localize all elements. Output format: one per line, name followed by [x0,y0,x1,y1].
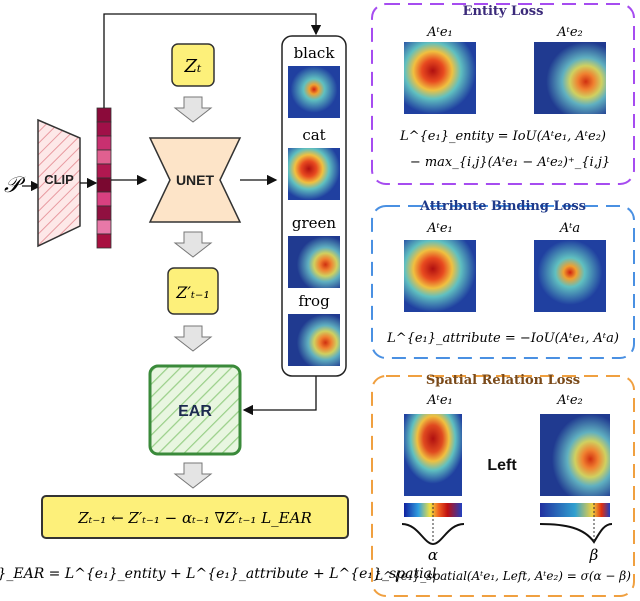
spatial-map2-label: Aᵗe₂ [556,393,583,408]
attribute-loss-title: Attribute Binding Loss [419,199,586,214]
token-label-green: green [292,214,337,232]
ear-loss-equation: L^{e₁}_EAR = L^{e₁}_entity + L^{e₁}_attr… [0,566,436,582]
attention-map-frog [288,314,340,366]
entity-loss-title: Entity Loss [463,4,544,19]
down-arrow-icon [173,325,213,352]
clip-label: CLIP [44,172,74,187]
clip-encoder [37,118,81,248]
zt-label: Zₜ [184,56,203,77]
entity-formula-line2: − max_{i,j}(Aᵗe₁ − Aᵗe₂)⁺_{i,j} [410,155,610,170]
text-embedding-column [96,107,112,249]
projection-bar-right [540,503,610,517]
attention-map-cat [288,148,340,200]
spatial-loss-panel [371,375,635,597]
alpha-label: α [428,546,438,564]
attribute-formula: L^{e₁}_attribute = −IoU(Aᵗe₁, Aᵗa) [386,331,619,346]
spatial-formula: L^{e₁}_spatial(Aᵗe₁, Left, Aᵗe₂) = σ(α −… [374,569,631,583]
attribute-loss-panel [371,205,635,359]
entity-map2 [534,42,606,114]
down-arrow-icon [173,462,213,489]
attribute-map2 [534,240,606,312]
attention-maps-panel [281,35,347,377]
spatial-map2 [540,414,610,496]
entity-map1-label: Aᵗe₁ [426,25,453,40]
entity-map2-label: Aᵗe₂ [556,25,583,40]
spatial-relation-label: Left [487,457,517,474]
entity-map1 [404,42,476,114]
projection-curve-right [539,523,613,544]
spatial-map1 [404,414,462,496]
unet-block [148,137,242,223]
entity-formula-line1: L^{e₁}_entity = IoU(Aᵗe₁, Aᵗe₂) [399,129,606,144]
zt-box [171,43,215,87]
spatial-map1-label: Aᵗe₁ [426,393,453,408]
attribute-map1-label: Aᵗe₁ [426,221,453,236]
attention-map-black [288,66,340,118]
attention-map-green [288,236,340,288]
unet-label: UNET [176,172,215,188]
update-equation-box [41,495,349,539]
beta-label: β [589,546,599,564]
ear-block [148,364,242,456]
token-label-cat: cat [302,126,325,144]
entity-loss-panel [371,3,635,185]
ear-label: EAR [178,403,212,420]
projection-bar-left [404,503,462,517]
update-equation: Zₜ₋₁ ← Z′ₜ₋₁ − αₜ₋₁ ∇Z′ₜ₋₁ L_EAR [77,509,311,527]
spatial-loss-title: Spatial Relation Loss [426,373,580,388]
attribute-map2-label: Aᵗa [559,221,580,236]
down-arrow-icon [173,231,213,258]
token-label-frog: frog [298,292,330,310]
token-label-black: black [294,44,336,62]
down-arrow-icon [173,96,213,123]
ztm1-box [167,267,219,315]
ztm1-label: Z′ₜ₋₁ [175,283,210,302]
attribute-map1 [404,240,476,312]
